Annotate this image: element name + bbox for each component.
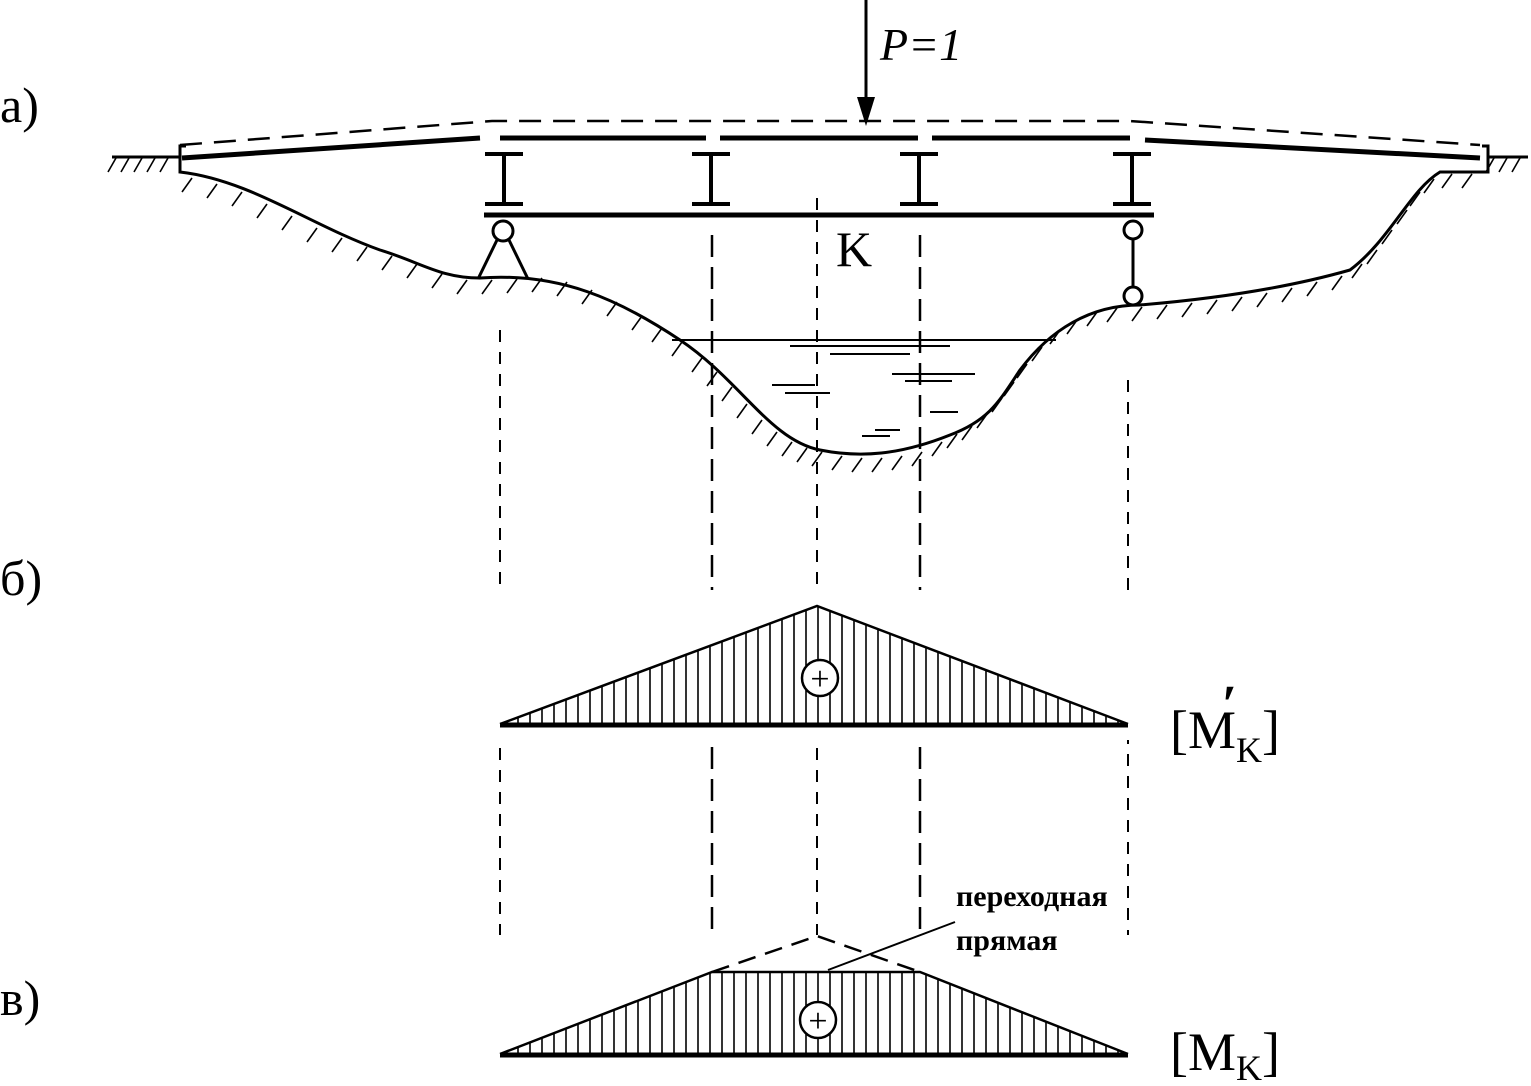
ground-surface	[112, 155, 1528, 456]
diagram-c-label: [MK]	[1170, 1022, 1280, 1081]
pinned-support	[476, 219, 530, 280]
panel-a-label: а)	[0, 77, 39, 133]
diagram-b-prime: ′	[1222, 674, 1237, 734]
transition-line-label-2: прямая	[956, 924, 1058, 957]
plus-sign-b-circle	[800, 658, 840, 698]
deck-deflection-line	[179, 119, 1481, 147]
water	[672, 339, 1056, 437]
section-label: K	[836, 221, 872, 277]
transition-line-leader	[827, 921, 956, 971]
load-arrow	[857, 0, 875, 126]
plus-sign-c-circle	[798, 1000, 838, 1040]
influence-line-c: +	[480, 921, 1150, 1065]
ground-hatching	[107, 157, 1521, 473]
cross-beams	[485, 152, 1151, 206]
panel-b-label: б)	[0, 550, 42, 606]
load-label: P=1	[879, 19, 962, 70]
deck-slabs	[181, 135, 1481, 161]
panel-c-label: в)	[0, 970, 40, 1026]
diagram-b-label: [MK]	[1170, 700, 1280, 770]
influence-line-c-original-peak	[711, 934, 921, 974]
influence-line-b-outline	[499, 604, 1129, 726]
link-support	[1122, 219, 1144, 307]
plus-sign-c: +	[808, 1003, 827, 1040]
plus-sign-b: +	[810, 661, 829, 698]
influence-line-b: +	[480, 590, 1150, 740]
influence-line-c-outline	[499, 970, 1129, 1056]
deck-end-blocks	[178, 144, 1490, 157]
transition-line-label-1: переходная	[956, 880, 1108, 913]
